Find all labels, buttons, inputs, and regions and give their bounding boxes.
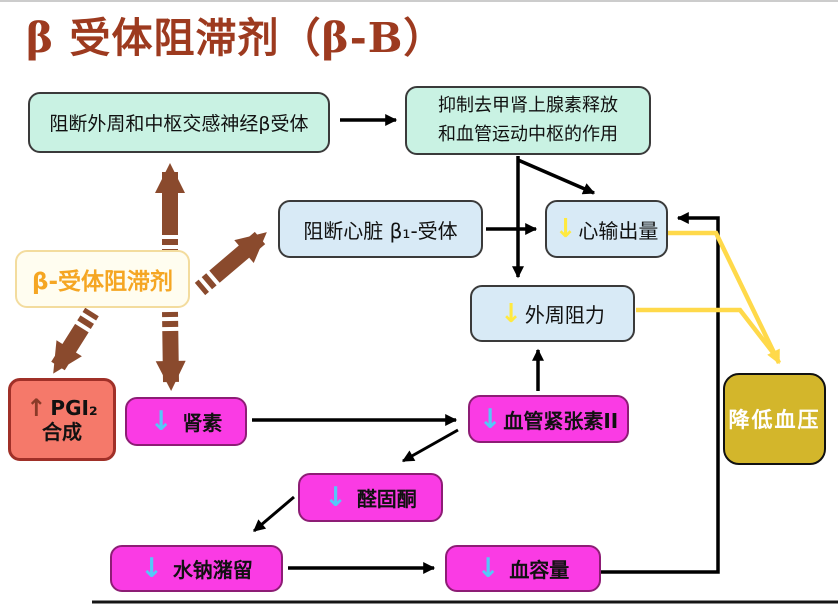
node-label: 血管紧张素II [503,408,619,433]
node-blood-volume[interactable]: ↓ 血容量 [445,545,601,592]
node-label: 阻断外周和中枢交感神经β受体 [49,113,309,135]
node-label: β-受体阻滞剂 [31,269,173,295]
node-lower-blood-pressure[interactable]: 降低血压 [723,373,826,465]
node-label-line2: 合成 [42,419,82,444]
node-block-sympathetic[interactable]: 阻断外周和中枢交感神经β受体 [28,92,330,153]
decrease-icon: ↓ [149,406,173,437]
block-arrow-to-pgi2 [51,307,99,374]
decrease-icon: ↓ [324,482,347,513]
node-aldosterone[interactable]: ↓ 醛固酮 [298,473,443,522]
arrow-resistance-to-lowerbp [636,307,780,361]
node-label: 外周阻力 [524,303,605,327]
decrease-icon: ↓ [500,298,522,329]
node-cardiac-output[interactable]: ↓ 心输出量 [545,200,668,258]
node-label: 肾素 [182,411,223,435]
node-label: 水钠潴留 [172,558,253,582]
node-label: 醛固酮 [356,487,417,511]
block-arrow-to-renin [155,311,186,391]
node-beta-blocker[interactable]: β-受体阻滞剂 [15,250,190,308]
arrow-volume-to-output-feedback [600,212,720,574]
arrow-inhibit-to-output [517,158,596,195]
arrow-angiotensin-to-aldosterone [401,428,459,463]
node-label: 降低血压 [728,408,821,432]
node-label-line1: 抑制去甲肾上腺素释放 [438,94,618,116]
decrease-icon: ↓ [476,553,500,584]
page-title: β 受体阻滞剂（β-B） [26,14,446,62]
node-label-line1: PGI₂ [50,395,98,420]
decrease-icon: ↓ [478,403,502,435]
node-sodium-retention[interactable]: ↓ 水钠潴留 [110,545,283,592]
node-block-cardiac[interactable]: 阻断心脏 β₁-受体 [278,200,483,258]
node-label: 心输出量 [578,218,659,243]
decrease-icon: ↓ [140,553,163,584]
node-angiotensin[interactable]: ↓ 血管紧张素II [468,395,629,443]
node-label: 血容量 [509,558,570,582]
node-label-line2: 和血管运动中枢的作用 [438,123,618,145]
node-label: 阻断心脏 β₁-受体 [303,218,458,243]
decrease-icon: ↓ [554,214,577,244]
node-renin[interactable]: ↓ 肾素 [125,397,247,446]
arrow-output-to-lowerbp [668,230,782,365]
node-inhibit-noradrenaline[interactable]: 抑制去甲肾上腺素释放 和血管运动中枢的作用 [405,86,651,155]
increase-icon: ↑ [26,393,47,422]
block-arrow-to-cardiac [194,231,267,296]
pgi2-row: ↑ PGI₂ [26,396,97,420]
arrow-aldosterone-to-sodium [253,495,295,533]
node-peripheral-resistance[interactable]: ↓ 外周阻力 [470,285,635,342]
node-pgi2-synthesis[interactable]: ↑ PGI₂ 合成 [8,378,116,461]
